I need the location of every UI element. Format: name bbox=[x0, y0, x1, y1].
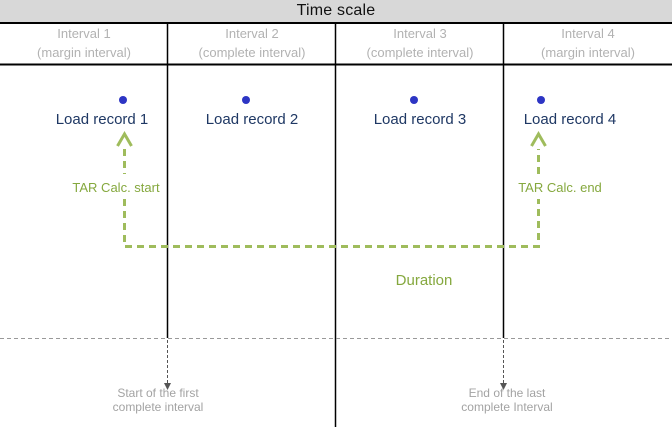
start-marker-note-line-1: Start of the first bbox=[117, 386, 199, 400]
interval-1-kind: (margin interval) bbox=[37, 45, 131, 60]
interval-2-name: Interval 2 bbox=[225, 26, 279, 41]
interval-label-3: Interval 3 (complete interval) bbox=[336, 24, 504, 64]
load-record-dot-1 bbox=[119, 96, 127, 104]
start-marker-arrowhead-icon bbox=[164, 383, 171, 390]
interval-1-name: Interval 1 bbox=[57, 26, 111, 41]
interval-2-kind: (complete interval) bbox=[198, 45, 306, 60]
tar-start-arrowhead-icon bbox=[116, 131, 133, 147]
interval-row: Interval 1 (margin interval) Interval 2 … bbox=[0, 24, 672, 64]
load-record-label-1: Load record 1 bbox=[55, 111, 149, 128]
load-record-label-4: Load record 4 bbox=[523, 111, 617, 128]
end-marker-note-line-1: End of the last bbox=[468, 386, 546, 400]
interval-label-1: Interval 1 (margin interval) bbox=[0, 24, 168, 64]
start-marker-note: Start of the first complete interval bbox=[113, 386, 204, 414]
load-record-label-2: Load record 2 bbox=[205, 111, 299, 128]
load-record-dot-3 bbox=[410, 96, 418, 104]
tar-calc-end-label: TAR Calc. end bbox=[516, 180, 604, 195]
load-record-dot-2 bbox=[242, 96, 250, 104]
end-marker-note-line-2: complete Interval bbox=[461, 400, 553, 414]
interval-4-kind: (margin interval) bbox=[541, 45, 635, 60]
load-record-label-3: Load record 3 bbox=[373, 111, 467, 128]
interval-label-2: Interval 2 (complete interval) bbox=[168, 24, 336, 64]
duration-label: Duration bbox=[395, 272, 453, 289]
load-record-dot-4 bbox=[537, 96, 545, 104]
interval-label-4: Interval 4 (margin interval) bbox=[504, 24, 672, 64]
header-bar: Time scale bbox=[0, 0, 672, 22]
interval-3-name: Interval 3 bbox=[393, 26, 447, 41]
tar-end-arrowhead-icon bbox=[530, 131, 547, 147]
end-marker-note: End of the last complete Interval bbox=[461, 386, 552, 414]
start-marker-note-line-2: complete interval bbox=[112, 400, 204, 414]
duration-dashed-path bbox=[123, 199, 540, 248]
tar-calc-start-label: TAR Calc. start bbox=[70, 180, 162, 195]
end-marker-arrowhead-icon bbox=[500, 383, 507, 390]
interval-3-kind: (complete interval) bbox=[366, 45, 474, 60]
interval-4-name: Interval 4 bbox=[561, 26, 615, 41]
diagram-title: Time scale bbox=[296, 2, 376, 19]
